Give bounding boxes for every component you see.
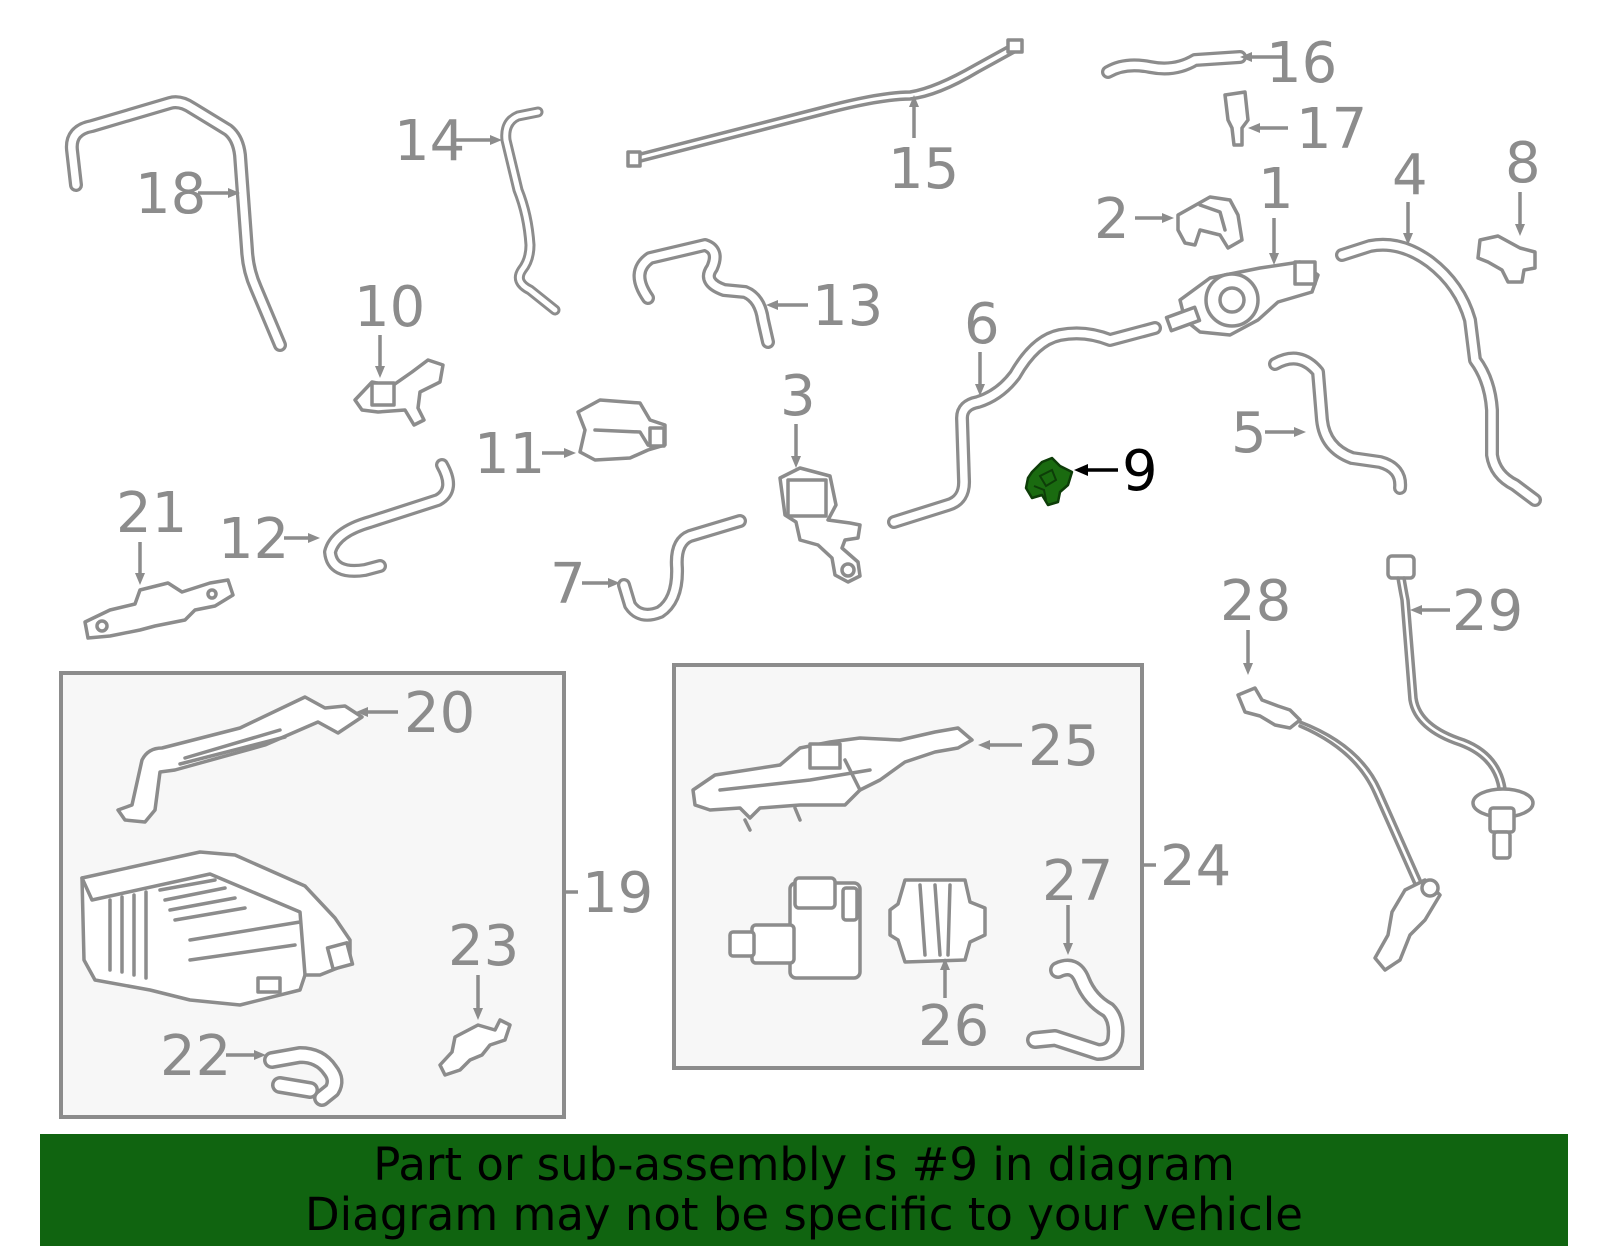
callout-11: 11 <box>474 422 545 487</box>
callout-7: 7 <box>550 552 586 617</box>
leader-lines <box>135 52 1525 1060</box>
callout-6: 6 <box>964 292 1000 357</box>
callout-24: 24 <box>1160 834 1231 899</box>
info-banner: Part or sub-assembly is #9 in diagram Di… <box>40 1134 1568 1246</box>
part-17-connector <box>1223 90 1250 147</box>
part-15-pipe <box>626 38 1024 168</box>
group-box-24 <box>672 663 1144 1070</box>
banner-line-disclaimer: Diagram may not be specific to your vehi… <box>305 1188 1303 1241</box>
callout-25: 25 <box>1028 714 1099 779</box>
callout-3: 3 <box>780 364 816 429</box>
callout-21: 21 <box>116 481 187 546</box>
part-14-tube <box>500 106 561 316</box>
callout-14: 14 <box>394 109 465 174</box>
callout-28: 28 <box>1220 569 1291 634</box>
callout-18: 18 <box>135 162 206 227</box>
part-11-solenoid <box>576 398 667 462</box>
part-22-hose <box>263 1046 344 1107</box>
part-8-clip <box>1476 234 1537 284</box>
callout-2: 2 <box>1094 187 1130 252</box>
callout-5: 5 <box>1231 401 1267 466</box>
part-18-hose <box>64 95 287 352</box>
callout-23: 23 <box>448 914 519 979</box>
callout-22: 22 <box>160 1024 231 1089</box>
canister-assembly <box>80 850 355 1007</box>
callout-20: 20 <box>404 681 475 746</box>
callout-4: 4 <box>1392 143 1428 208</box>
part-27-hose <box>1026 958 1125 1061</box>
part-28-sensor <box>1236 686 1442 972</box>
callout-10: 10 <box>354 275 425 340</box>
part-25-bracket <box>691 726 974 832</box>
callout-9: 9 <box>1122 439 1158 504</box>
callout-27: 27 <box>1042 849 1113 914</box>
callout-1: 1 <box>1258 157 1294 222</box>
part-29-sensor <box>1386 554 1535 860</box>
banner-line-part: Part or sub-assembly is #9 in diagram <box>373 1138 1235 1191</box>
callout-15: 15 <box>888 137 959 202</box>
part-20-strap <box>116 695 364 824</box>
callout-26: 26 <box>918 994 989 1059</box>
part-3-sensor <box>778 466 862 584</box>
part-16-hose <box>1101 50 1247 79</box>
callout-17: 17 <box>1296 97 1367 162</box>
callout-8: 8 <box>1505 131 1541 196</box>
part-7-hose <box>617 514 747 622</box>
callout-12: 12 <box>218 507 289 572</box>
part-23-clip <box>438 1018 512 1077</box>
callout-19: 19 <box>582 861 653 926</box>
callout-29: 29 <box>1452 579 1523 644</box>
part-21-bracket <box>83 578 235 640</box>
part-2-bracket <box>1176 195 1244 250</box>
callout-labels: 16 17 15 14 18 2 1 4 8 13 6 10 5 3 11 9 … <box>116 31 1541 1089</box>
callout-13: 13 <box>812 274 883 339</box>
part-13-hose <box>632 238 775 349</box>
part-1-valve <box>1164 260 1320 337</box>
part-4-hose <box>1335 237 1542 507</box>
part-10-sensor <box>353 358 445 427</box>
part-12-hose <box>323 458 455 578</box>
part-24-solenoid <box>728 876 862 980</box>
callout-16: 16 <box>1266 31 1337 96</box>
part-26-module <box>888 878 987 964</box>
part-9-highlighted <box>1024 456 1074 507</box>
part-5-hose <box>1268 351 1408 495</box>
part-6-hose <box>887 321 1162 529</box>
